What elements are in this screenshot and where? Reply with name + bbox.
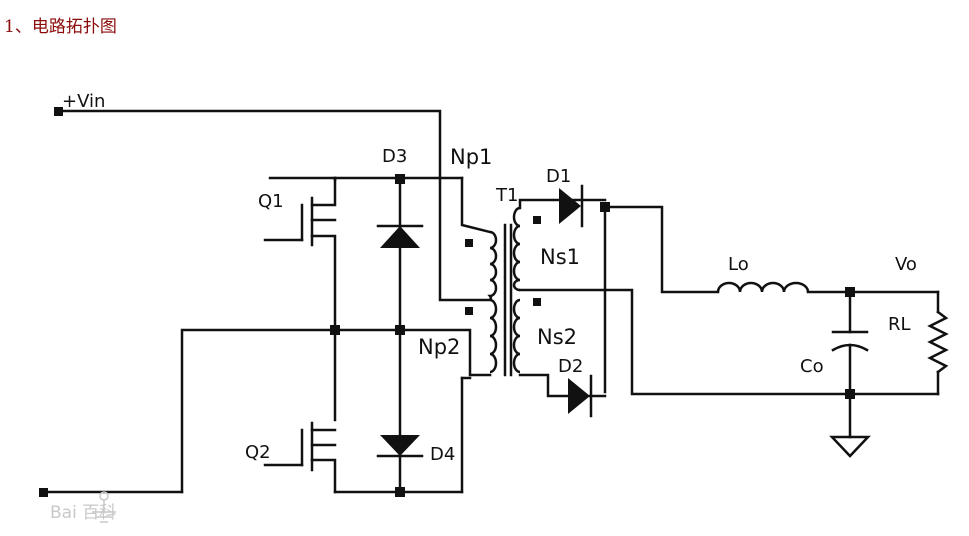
label-np2: Np2 [418, 335, 460, 359]
label-d1: D1 [546, 166, 571, 187]
inductor-lo [716, 281, 810, 293]
label-t1: T1 [495, 185, 518, 206]
diode-d2 [568, 374, 593, 418]
polarity-dots [465, 216, 541, 315]
label-vin: +Vin [62, 91, 105, 112]
label-np1: Np1 [450, 145, 492, 169]
label-d4: D4 [430, 444, 455, 465]
page-title: 1、电路拓扑图 [4, 17, 117, 37]
watermark-text: Bai 百科 [50, 503, 116, 523]
label-vo: Vo [895, 254, 917, 275]
diode-d1 [559, 184, 584, 228]
label-rl: RL [888, 314, 911, 335]
watermark: Bai 百科 [50, 491, 116, 523]
resistor-rl [927, 310, 949, 374]
label-q2: Q2 [245, 442, 271, 463]
label-lo: Lo [728, 254, 749, 275]
diode-d3 [376, 224, 424, 248]
diode-d4 [376, 435, 424, 458]
label-d3: D3 [382, 146, 407, 167]
label-ns2: Ns2 [537, 325, 577, 349]
label-ns1: Ns1 [540, 245, 580, 269]
label-co: Co [800, 356, 824, 377]
label-q1: Q1 [258, 191, 284, 212]
transformer-t1 [487, 206, 521, 377]
junctions [39, 107, 855, 497]
label-d2: D2 [558, 356, 583, 377]
